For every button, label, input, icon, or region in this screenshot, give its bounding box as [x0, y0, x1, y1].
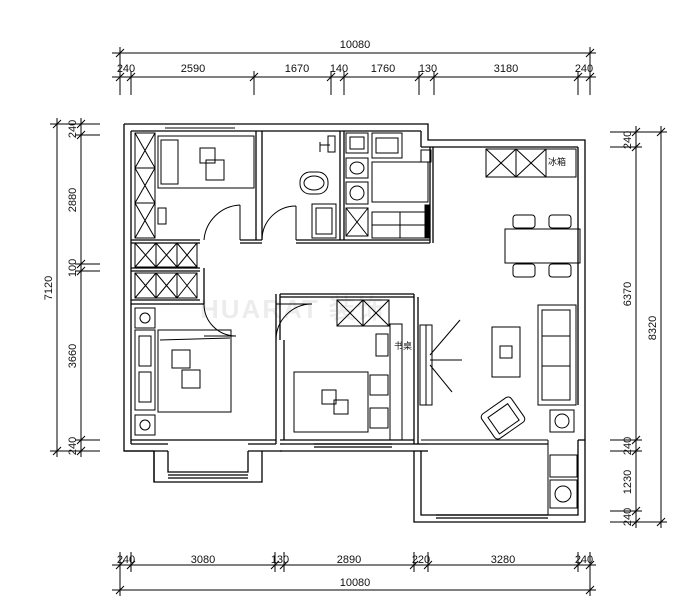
- top-seg-6: 130: [419, 63, 437, 75]
- wardrobe-2: [134, 329, 156, 411]
- left-seg-4: 3660: [67, 344, 79, 368]
- balcony-sink: [549, 454, 578, 478]
- sofa: [537, 304, 577, 406]
- watermark: HUARAT 装饰: [200, 294, 385, 324]
- top-seg-7: 3180: [494, 63, 518, 75]
- bed-master: [157, 329, 232, 413]
- cabinets-corridor: [134, 205, 313, 341]
- desk-label: 书桌: [394, 340, 412, 352]
- left-seg-1: 240: [67, 120, 79, 138]
- bottom-seg-6: 3280: [491, 554, 515, 566]
- right-dimensions: [610, 126, 667, 528]
- left-total-label: 7120: [43, 276, 55, 300]
- desk: [389, 323, 403, 441]
- cabinet-b: [134, 272, 198, 299]
- cabinet-a: [134, 242, 198, 268]
- bottom-dimension-labels: 240 3080 130 2890 220 3280 240 10080: [117, 554, 593, 589]
- toilet: [299, 171, 329, 195]
- bottom-dimensions: [112, 552, 596, 596]
- top-dimension-labels: 10080 240 2590 1670 140 1760 130 3180 24…: [117, 39, 593, 75]
- top-seg-2: 2590: [181, 63, 205, 75]
- left-dimension-labels: 7120 240 2880 100 3660 240: [43, 120, 79, 455]
- dining-table: [504, 228, 581, 264]
- right-total-label: 8320: [647, 316, 659, 340]
- right-seg-2: 240: [622, 437, 634, 455]
- armchair: [480, 396, 526, 440]
- dining-chair: [512, 263, 536, 278]
- top-seg-8: 240: [575, 63, 593, 75]
- dining-chair: [548, 214, 572, 229]
- bedroom-2: [293, 299, 403, 441]
- door-swing: [203, 204, 241, 241]
- top-seg-3: 1670: [285, 63, 309, 75]
- top-seg-5: 1760: [371, 63, 395, 75]
- walls: [123, 123, 586, 523]
- left-seg-2: 2880: [67, 188, 79, 212]
- right-seg-4: 240: [622, 508, 634, 526]
- shower-tray: [311, 203, 337, 239]
- master-bedroom: [134, 307, 232, 436]
- left-seg-5: 240: [67, 437, 79, 455]
- bottom-seg-1: 240: [117, 554, 135, 566]
- right-dimension-labels: 240 6370 240 1230 240 8320: [622, 131, 659, 526]
- dining-chair: [548, 263, 572, 278]
- fridge-label: 冰箱: [548, 156, 566, 168]
- living-dining: [419, 148, 581, 515]
- right-seg-1: 240: [622, 131, 634, 149]
- washer: [345, 181, 369, 205]
- sink: [345, 132, 369, 154]
- top-total-label: 10080: [340, 39, 371, 51]
- top-seg-4: 140: [330, 63, 348, 75]
- top-dimensions: [112, 47, 596, 95]
- bottom-seg-4: 2890: [337, 554, 361, 566]
- bed-1: [157, 135, 255, 189]
- nightstand: [157, 207, 167, 225]
- bedroom-1: [134, 123, 255, 241]
- left-dimensions: [50, 118, 100, 457]
- fridge-cabinet: [485, 148, 577, 178]
- bottom-seg-3: 130: [271, 554, 289, 566]
- desk-chair: [375, 333, 389, 357]
- counter: [371, 161, 429, 203]
- bathroom: [299, 132, 369, 239]
- kitchen-sink: [371, 132, 403, 159]
- bottom-seg-2: 3080: [191, 554, 215, 566]
- top-seg-1: 240: [117, 63, 135, 75]
- side-table: [549, 409, 575, 433]
- kitchen: [371, 123, 432, 239]
- bed-2: [293, 371, 369, 433]
- wardrobe-1: [134, 132, 156, 239]
- wardrobe-knob: [134, 307, 156, 329]
- bottom-seg-7: 240: [575, 554, 593, 566]
- left-seg-3: 100: [67, 259, 79, 277]
- dining-chair: [512, 214, 536, 229]
- bottom-total-label: 10080: [340, 577, 371, 589]
- coffee-table: [491, 326, 521, 378]
- right-partial-label: 6370: [622, 282, 634, 306]
- bottom-seg-5: 220: [412, 554, 430, 566]
- right-seg-3: 1230: [622, 470, 634, 494]
